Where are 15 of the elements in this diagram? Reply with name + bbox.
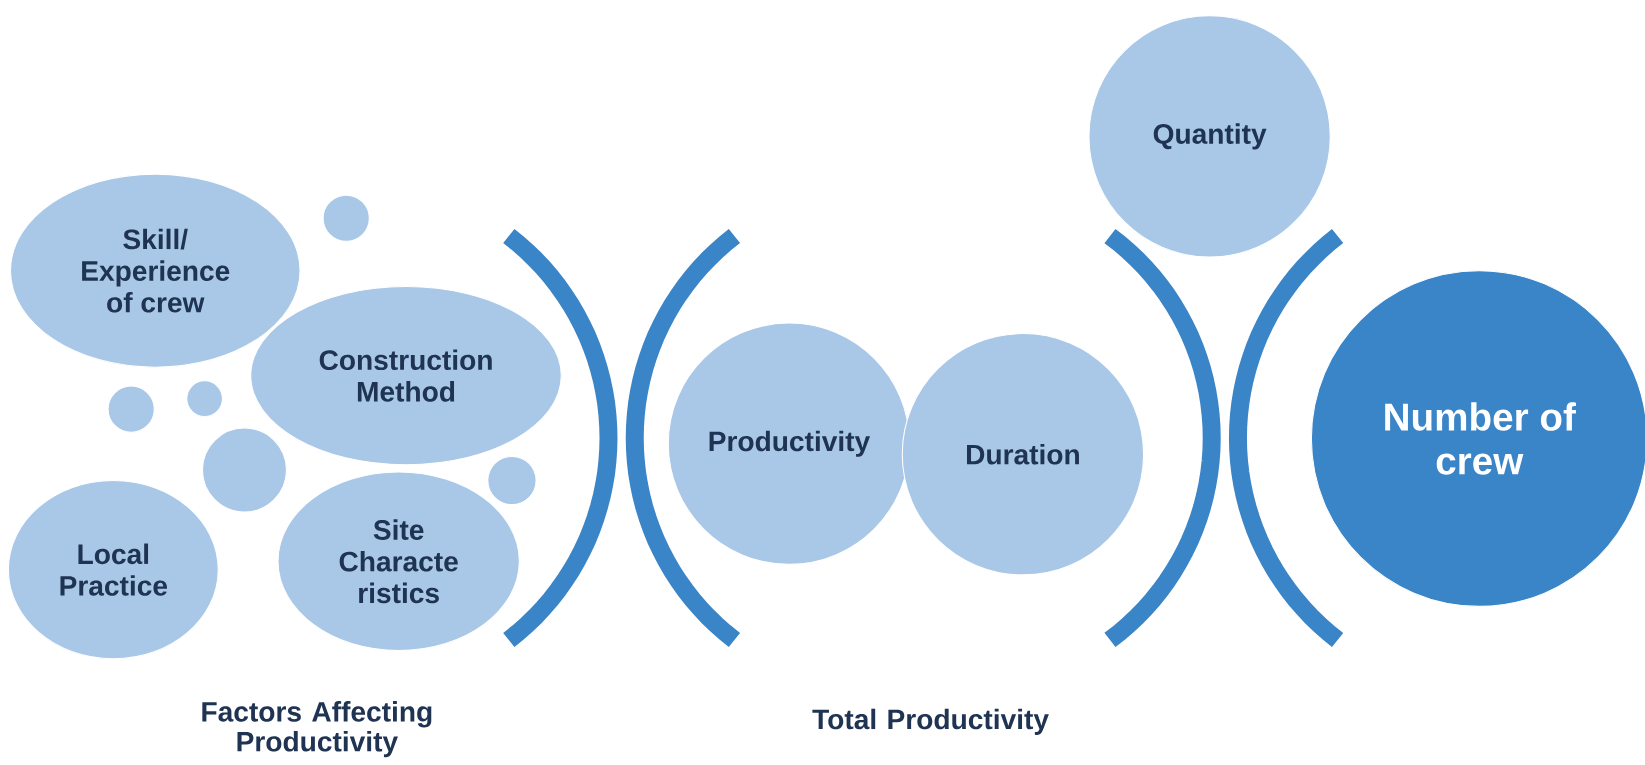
small-circle [487,455,537,506]
circle-node: Duration [901,333,1145,576]
circle-node: Productivity [667,322,911,565]
small-circle [201,427,287,513]
ellipse-node: Local Practice [7,479,219,660]
caption-label: Factors Affecting Productivity [202,701,432,758]
small-circle [186,380,223,417]
caption-label: Total Productivity [812,708,1049,735]
ellipse-node: Site Characte ristics [277,471,520,651]
ellipse-node: Skill/ Experience of crew [9,173,301,368]
small-circle [322,194,370,242]
ellipse-node: Construction Method [250,285,562,466]
circle-node: Quantity [1088,15,1331,258]
small-circle [107,385,155,433]
circle-node: Number of crew [1310,270,1645,607]
